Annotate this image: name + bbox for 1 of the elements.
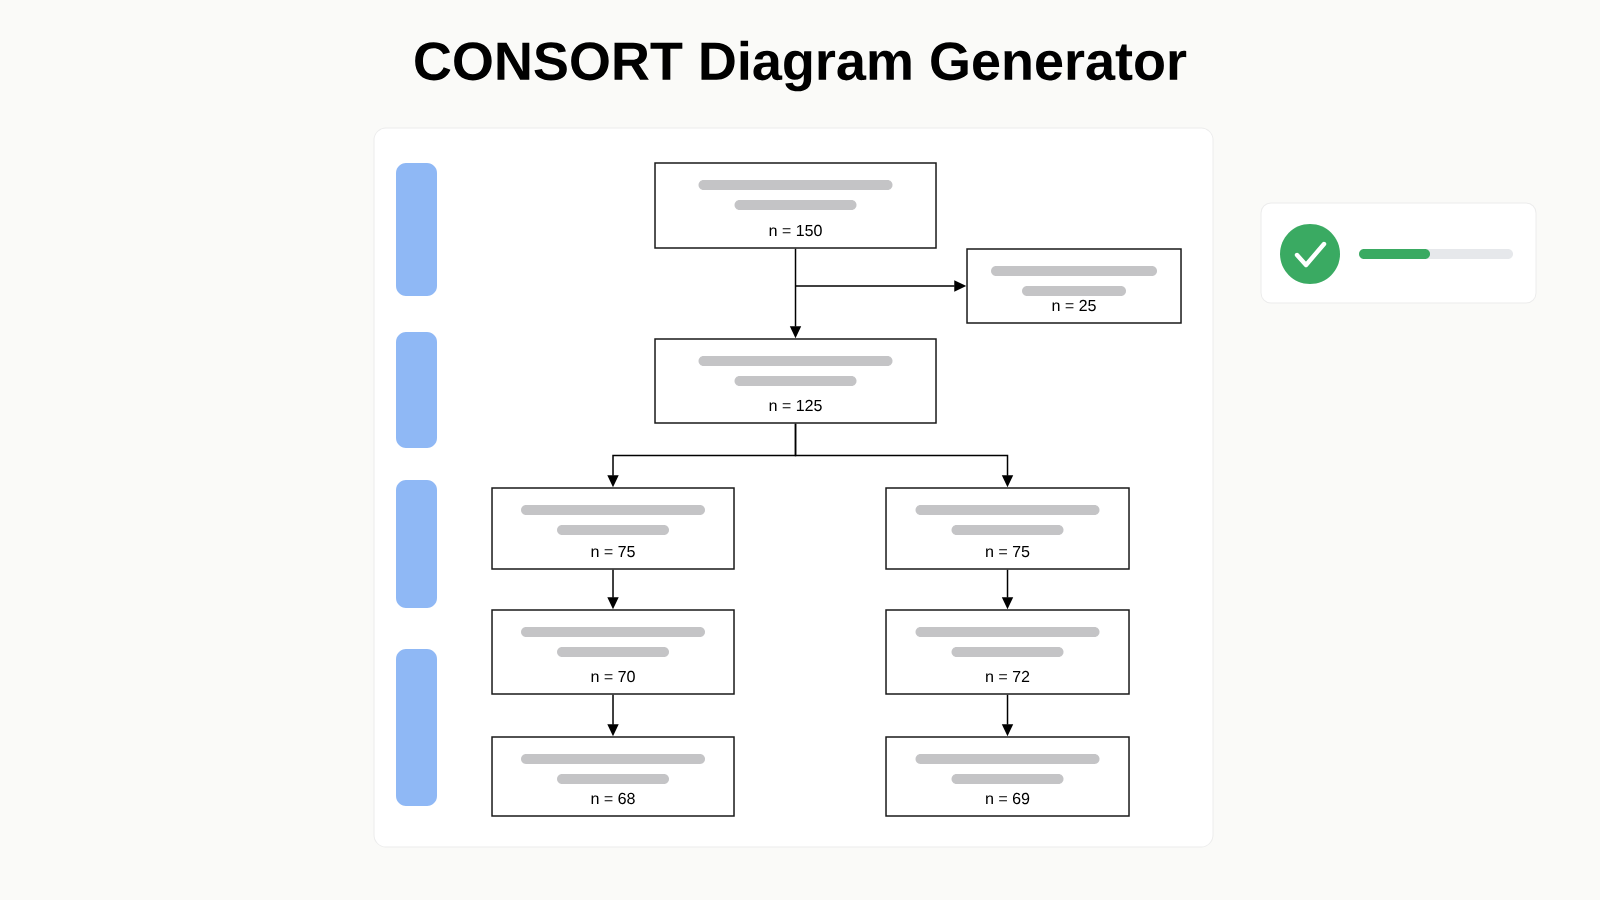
title: CONSORT Diagram Generator [415, 40, 1187, 92]
